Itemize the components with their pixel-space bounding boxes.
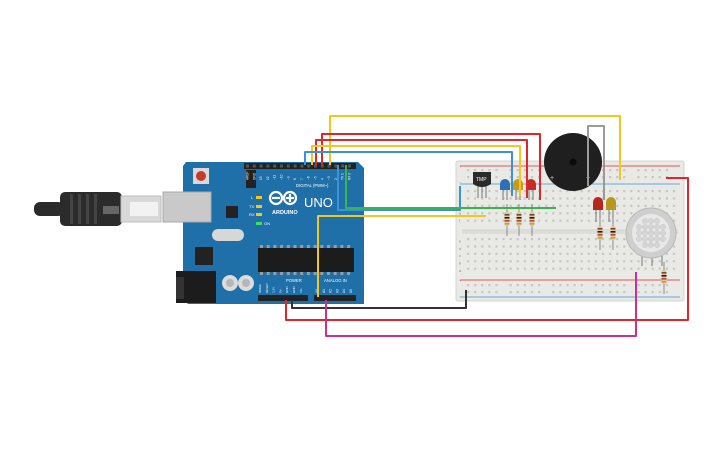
power-pin-label: RESET: [265, 283, 269, 293]
power-header[interactable]: [258, 295, 308, 301]
digital-pin-label: ~11: [273, 175, 277, 180]
wire-black-gnd[interactable]: [291, 290, 467, 309]
wire-blue-b[interactable]: [337, 165, 461, 211]
row-letter: b: [459, 261, 462, 266]
digital-pin-label: 8: [293, 178, 297, 180]
buzzer-plus-label: +: [550, 175, 554, 182]
digital-pin-label: TX 1: [341, 173, 345, 180]
digital-pin-label: ~6: [307, 176, 311, 180]
power-pin-label: GND: [292, 286, 296, 294]
wire-green[interactable]: [345, 165, 556, 209]
digital-pin-label: 7: [300, 178, 304, 180]
rail-plus-bottom: +: [459, 278, 462, 283]
digital-header-label: DIGITAL (PWM~): [296, 183, 329, 188]
digital-pin-label: 13: [259, 176, 263, 180]
digital-pin-label: AREF: [246, 171, 250, 180]
row-letter: f: [459, 218, 461, 223]
resistor[interactable]: [597, 218, 603, 250]
wire-red-5v[interactable]: [285, 177, 689, 321]
piezo-buzzer[interactable]: + −: [544, 133, 602, 191]
on-led-label: ON: [264, 221, 270, 226]
rail-minus-bottom: −: [459, 294, 462, 299]
resistor[interactable]: [504, 204, 510, 236]
led-blue[interactable]: [500, 179, 510, 200]
analog-pin-label: A1: [322, 289, 326, 293]
analog-label: ANALOG IN: [324, 278, 347, 283]
arduino-logo-icon: [268, 190, 298, 206]
rx-led-label: RX: [249, 212, 255, 217]
digital-pin-label: GND: [252, 172, 256, 180]
digital-header[interactable]: [244, 163, 356, 169]
analog-pin-label: A2: [329, 289, 333, 293]
uno-label: UNO: [304, 195, 333, 210]
tx-led-label: TX: [249, 204, 254, 209]
row-letter: d: [459, 246, 461, 251]
digital-pin-label: 12: [266, 176, 270, 180]
digital-pin-label: ~3: [327, 176, 331, 180]
power-pin-label: Vin: [299, 288, 303, 293]
row-letter: g: [459, 211, 461, 216]
gas-sensor[interactable]: [625, 207, 677, 266]
led-red[interactable]: [526, 179, 536, 200]
digital-pin-label: ~9: [286, 176, 290, 180]
analog-pin-label: A4: [342, 289, 346, 293]
power-pin-label: 3.3V: [272, 287, 276, 293]
power-pin-label: IOREF: [258, 284, 262, 293]
temp-sensor-label: TMP: [476, 177, 487, 183]
analog-header[interactable]: [314, 295, 356, 301]
row-letter: c: [459, 253, 461, 258]
rail-minus-top: −: [459, 180, 462, 185]
wire-yellow-analog[interactable]: [317, 215, 486, 297]
digital-pin-label: 2: [334, 178, 338, 180]
digital-pin-label: ~10: [280, 174, 284, 180]
usb-cable[interactable]: [34, 192, 162, 226]
digital-pin-label: ~5: [314, 176, 318, 180]
digital-pin-label: RX 0: [348, 173, 352, 180]
arduino-brand: ARDUINO: [272, 210, 298, 216]
row-letter: a: [459, 268, 462, 273]
wire-red-a[interactable]: [321, 133, 541, 200]
power-pin-label: 5V: [278, 289, 282, 293]
usb-b-socket: [162, 191, 212, 223]
wire-blue-a[interactable]: [304, 151, 513, 196]
analog-pin-label: A3: [335, 289, 339, 293]
digital-pin-label: 4: [320, 178, 324, 180]
power-pin-label: GND: [285, 286, 289, 294]
wire-yellow-b[interactable]: [311, 145, 521, 196]
rail-plus-top: +: [459, 164, 462, 169]
atmega-chip: [258, 248, 354, 272]
row-letter: e: [459, 238, 462, 243]
resistor[interactable]: [610, 218, 616, 250]
temperature-sensor[interactable]: TMP: [473, 172, 491, 198]
resistor[interactable]: [516, 204, 522, 236]
analog-pin-label: A5: [349, 289, 353, 293]
l-led-label: L: [251, 195, 254, 200]
power-label: POWER: [286, 278, 302, 283]
wire-gray[interactable]: [587, 125, 605, 200]
resistor[interactable]: [661, 262, 667, 294]
wire-magenta[interactable]: [325, 272, 637, 337]
resistor[interactable]: [529, 204, 535, 236]
